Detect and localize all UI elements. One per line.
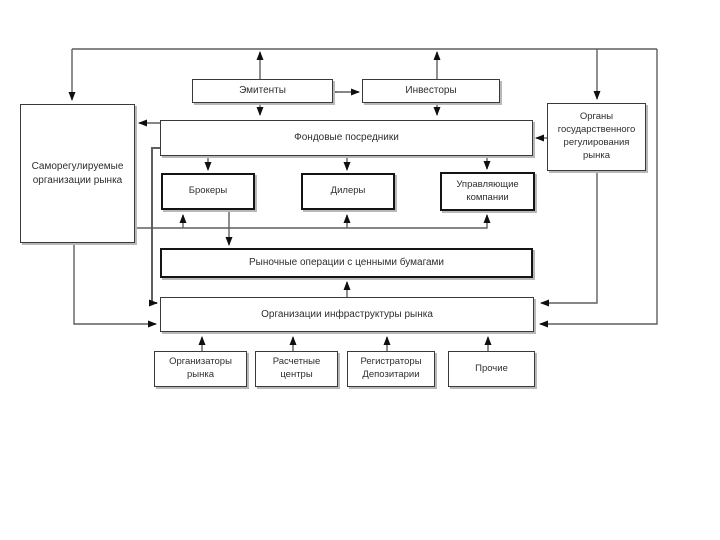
node-state-regulation-organs: Органы государственного регулирования ры…: [547, 103, 646, 171]
connector-intermediaries-to-infrastructure: [149, 147, 162, 307]
node-others: Прочие: [448, 351, 535, 387]
connector-stateorgans-to-infrastructure: [540, 171, 598, 307]
node-stock-intermediaries: Фондовые посредники: [160, 120, 533, 156]
node-market-operations: Рыночные операции с ценными бумагами: [160, 248, 533, 278]
node-registrars-depositories: Регистраторы Депозитарии: [347, 351, 435, 387]
node-management-companies: Управляющие компании: [440, 172, 535, 211]
node-settlement-centers: Расчетные центры: [255, 351, 338, 387]
node-brokers: Брокеры: [161, 173, 255, 210]
node-issuers: Эмитенты: [192, 79, 333, 103]
connector-selfreg-bus-to-mgmt: [135, 214, 491, 229]
node-investors: Инвесторы: [362, 79, 500, 103]
node-dealers: Дилеры: [301, 173, 395, 210]
node-market-organizers: Организаторы рынка: [154, 351, 247, 387]
connector-selfreg-to-infrastructure: [73, 243, 157, 328]
node-infrastructure-organizations: Организации инфраструктуры рынка: [160, 297, 534, 332]
connector-bus-to-infrastructure: [539, 49, 658, 328]
node-self-regulating-organizations: Саморегулируемые организации рынка: [20, 104, 135, 243]
